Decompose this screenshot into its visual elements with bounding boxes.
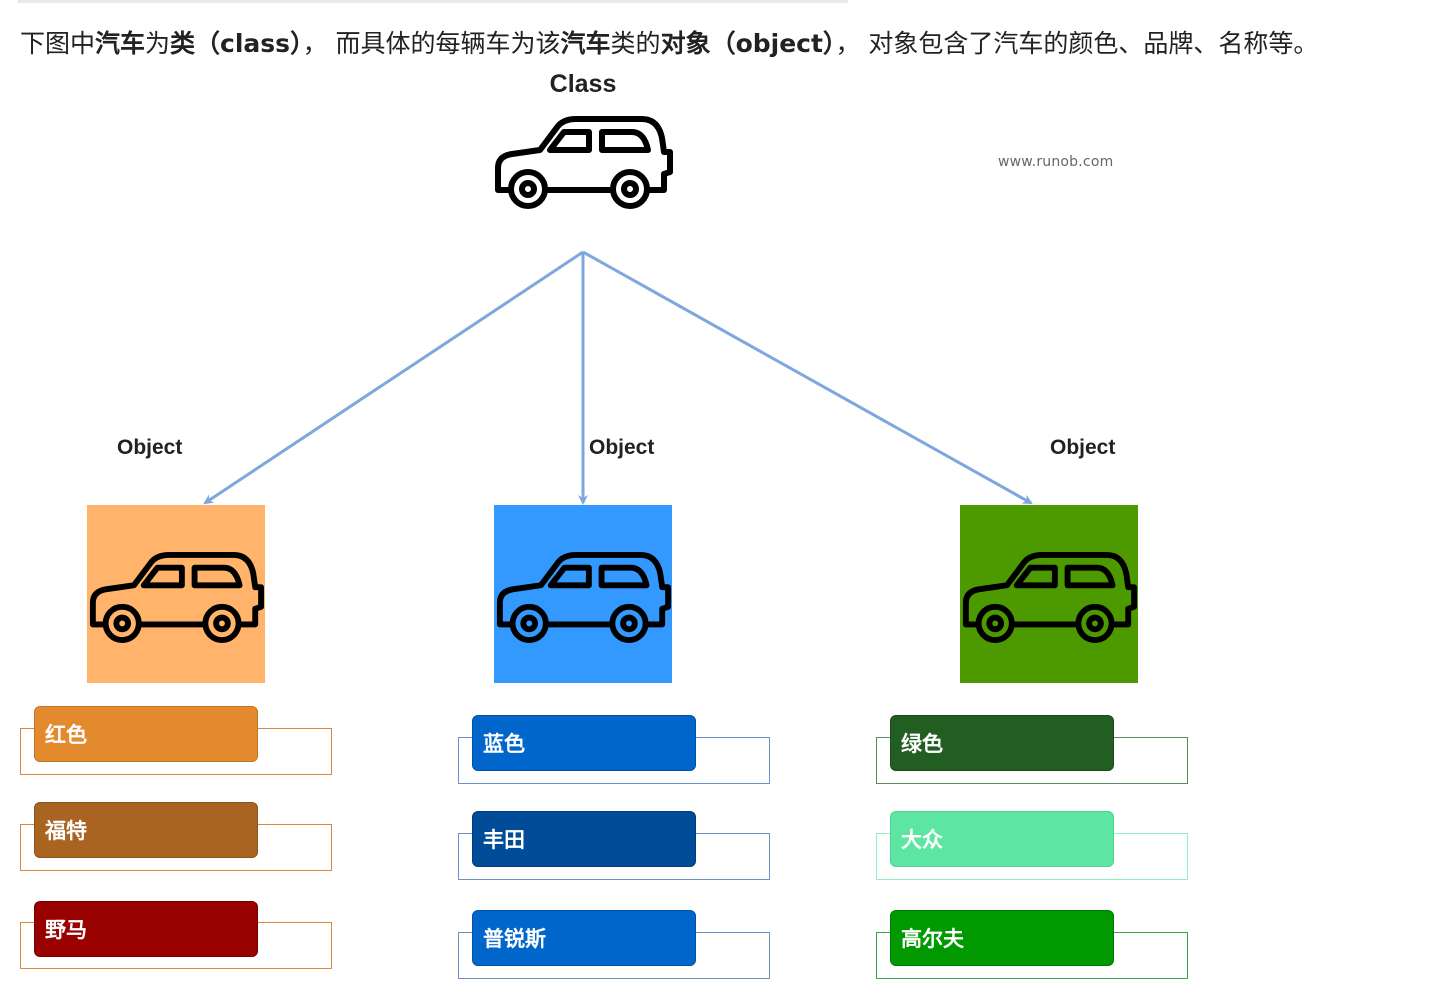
intro-part-2: 为 <box>145 29 171 58</box>
object-label-2: Object <box>589 436 655 459</box>
attr-color-red: 红色 <box>34 706 258 762</box>
attr-model-mustang: 野马 <box>34 901 258 957</box>
watermark: www.runob.com <box>998 154 1114 170</box>
connector-line-right <box>582 250 1033 505</box>
car-icon <box>962 552 1138 643</box>
intro-bold-car-2: 汽车 <box>560 29 611 58</box>
car-icon <box>496 552 672 643</box>
object-box-blue <box>494 505 672 683</box>
class-car-icon <box>495 116 673 209</box>
intro-bold-class: 类（class） <box>170 29 303 58</box>
object-box-orange <box>87 505 265 683</box>
attr-brand-toyota: 丰田 <box>472 811 696 867</box>
attr-model-prius: 普锐斯 <box>472 910 696 966</box>
attr-brand-volkswagen: 大众 <box>890 811 1114 867</box>
intro-text: 下图中汽车为类（class）， 而具体的每辆车为该汽车类的对象（object），… <box>20 26 1318 62</box>
top-divider <box>18 0 848 3</box>
intro-part-5: ， 对象包含了汽车的颜色、品牌、名称等。 <box>835 29 1319 58</box>
intro-part-4: 类的 <box>610 29 661 58</box>
attr-color-green: 绿色 <box>890 715 1114 771</box>
intro-bold-car: 汽车 <box>95 29 146 58</box>
car-icon <box>89 552 265 643</box>
connector-line-left <box>203 250 584 505</box>
object-box-green <box>960 505 1138 683</box>
attr-brand-ford: 福特 <box>34 802 258 858</box>
intro-part-1: 下图中 <box>20 29 96 58</box>
attr-model-golf: 高尔夫 <box>890 910 1114 966</box>
intro-bold-object: 对象（object） <box>660 29 836 58</box>
attr-color-blue: 蓝色 <box>472 715 696 771</box>
object-label-1: Object <box>117 436 183 459</box>
object-label-3: Object <box>1050 436 1116 459</box>
intro-part-3: ， 而具体的每辆车为该 <box>302 29 561 58</box>
class-label: Class <box>549 70 617 98</box>
